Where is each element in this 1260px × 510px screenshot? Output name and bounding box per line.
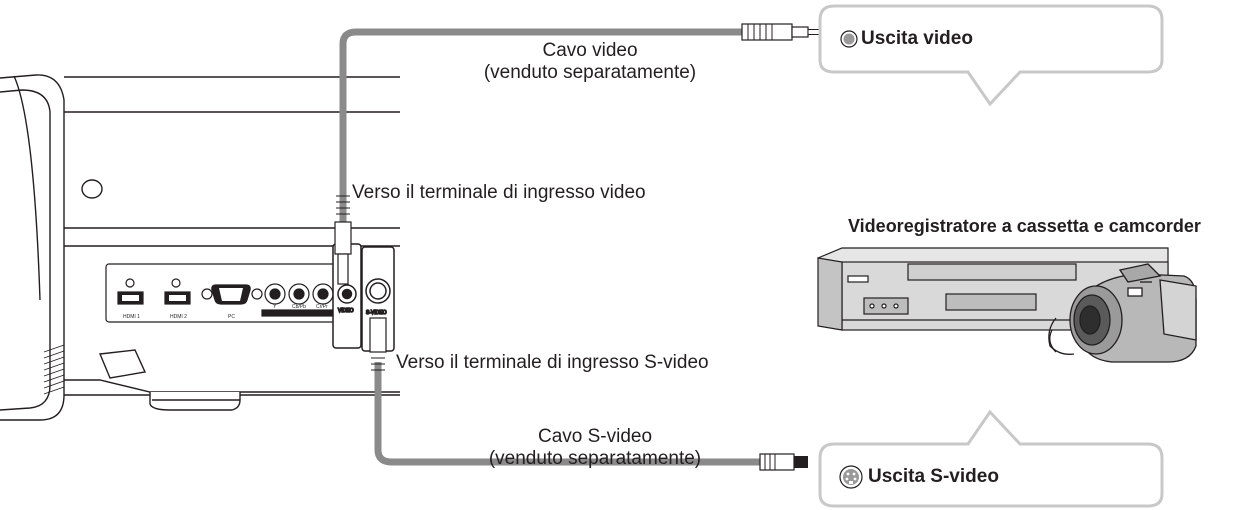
svideo-cable-label-line2: (venduto separatamente) bbox=[488, 448, 702, 469]
device-title: Videoregistratore a cassetta e camcorder bbox=[848, 216, 1201, 236]
rca-cr-port bbox=[312, 283, 334, 305]
panel-labels: HDMI 1 HDMI 2 PC Y Cb/Pb Cr/Pr bbox=[123, 304, 328, 320]
indicator-circle bbox=[81, 179, 103, 199]
hdmi1-port bbox=[117, 278, 144, 305]
rca-cb-port bbox=[288, 283, 310, 305]
vent-grille bbox=[43, 344, 65, 395]
connector-panel bbox=[105, 263, 341, 323]
hdmi2-port bbox=[164, 278, 191, 305]
hdmi1-label: HDMI 1 bbox=[123, 314, 140, 320]
cb-label: Cb/Pb bbox=[292, 304, 306, 310]
video-output-icon bbox=[840, 30, 858, 48]
pc-port bbox=[201, 284, 263, 305]
svideo-output-label: Uscita S-video bbox=[868, 466, 999, 487]
cr-label: Cr/Pr bbox=[316, 304, 328, 310]
camcorder bbox=[1048, 263, 1197, 363]
video-label: VIDEO bbox=[338, 308, 354, 314]
svideo-cable bbox=[369, 317, 808, 471]
video-cable-label-line1: Cavo video bbox=[542, 40, 638, 61]
to-video-input-label: Verso il terminale di ingresso video bbox=[352, 182, 646, 203]
video-output-callout bbox=[818, 4, 1164, 107]
video-cable-label: Cavo video (venduto separatamente) bbox=[430, 40, 750, 84]
svideo-output-icon bbox=[839, 465, 863, 489]
rca-y-port bbox=[264, 283, 286, 305]
video-cable bbox=[334, 23, 823, 285]
svideo-output-callout bbox=[818, 409, 1164, 508]
y-label: Y bbox=[273, 304, 277, 310]
pc-label: PC bbox=[228, 314, 235, 320]
video-output-label: Uscita video bbox=[861, 28, 973, 49]
to-svideo-input-label: Verso il terminale di ingresso S-video bbox=[396, 352, 709, 373]
video-cable-label-line2: (venduto separatamente) bbox=[483, 62, 697, 83]
svideo-cable-label: Cavo S-video (venduto separatamente) bbox=[430, 426, 760, 470]
vcr bbox=[817, 247, 1169, 331]
hdmi2-label: HDMI 2 bbox=[170, 314, 187, 320]
projector bbox=[0, 74, 400, 421]
svideo-label: S-VIDEO bbox=[366, 310, 387, 316]
svideo-cable-label-line1: Cavo S-video bbox=[537, 426, 653, 447]
